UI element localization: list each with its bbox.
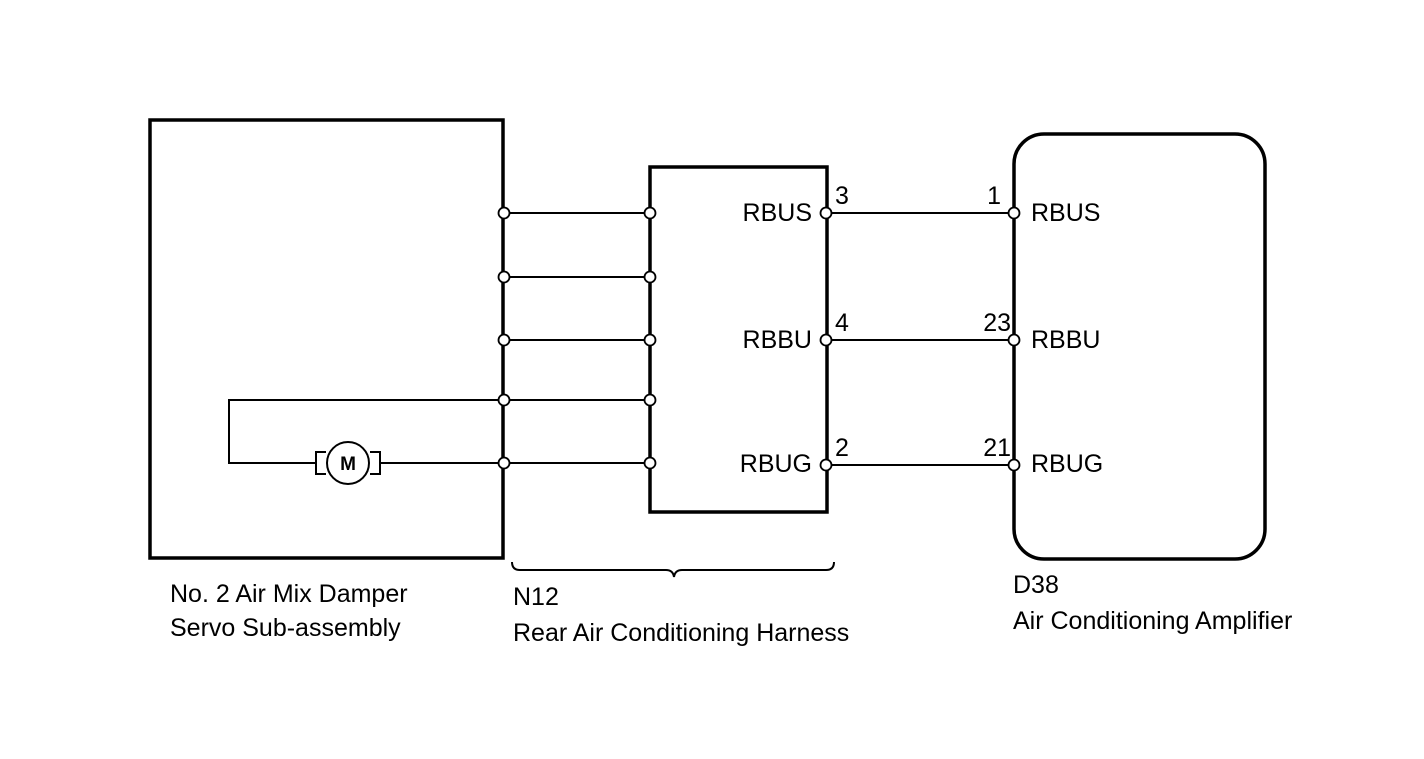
servo-terminal [497,270,511,284]
harness-in-terminal [643,456,657,470]
servo-terminal [497,456,511,470]
harness-in-terminal [643,333,657,347]
amplifier-box [1012,132,1267,561]
amplifier-terminal-rbbu [1007,333,1021,347]
harness-signal-label: RBUG [740,450,812,478]
amplifier-name: Air Conditioning Amplifier [1013,607,1292,635]
amplifier-terminal-rbug [1007,458,1021,472]
harness-signal-label: RBUS [743,199,812,227]
servo-name-line2: Servo Sub-assembly [170,614,401,642]
harness-pin-number: 4 [835,309,849,337]
amplifier-terminal-rbus [1007,206,1021,220]
harness-pin-number: 2 [835,434,849,462]
servo-box [148,118,505,560]
harness-out-terminal-rbug [819,458,833,472]
amplifier-signal-label: RBUS [1031,199,1100,227]
amplifier-signal-label: RBBU [1031,326,1100,354]
amplifier-pin-number: 21 [983,434,1011,462]
harness-pin-number: 3 [835,182,849,210]
amplifier-signal-label: RBUG [1031,450,1103,478]
harness-signal-label: RBBU [743,326,812,354]
motor-label: M [340,454,356,475]
harness-in-terminal [643,206,657,220]
harness-code: N12 [513,583,559,611]
amplifier-code: D38 [1013,571,1059,599]
harness-out-terminal-rbbu [819,333,833,347]
harness-name: Rear Air Conditioning Harness [513,619,849,647]
servo-terminal [497,206,511,220]
motor-icon: M [315,441,381,485]
servo-terminal [497,393,511,407]
amplifier-pin-number: 1 [987,182,1001,210]
servo-name-line1: No. 2 Air Mix Damper [170,580,408,608]
motor-loop-wire [228,399,504,464]
harness-in-terminal [643,393,657,407]
amplifier-pin-number: 23 [983,309,1011,337]
harness-brace [511,561,835,578]
harness-out-terminal-rbus [819,206,833,220]
harness-in-terminal [643,270,657,284]
servo-terminal [497,333,511,347]
